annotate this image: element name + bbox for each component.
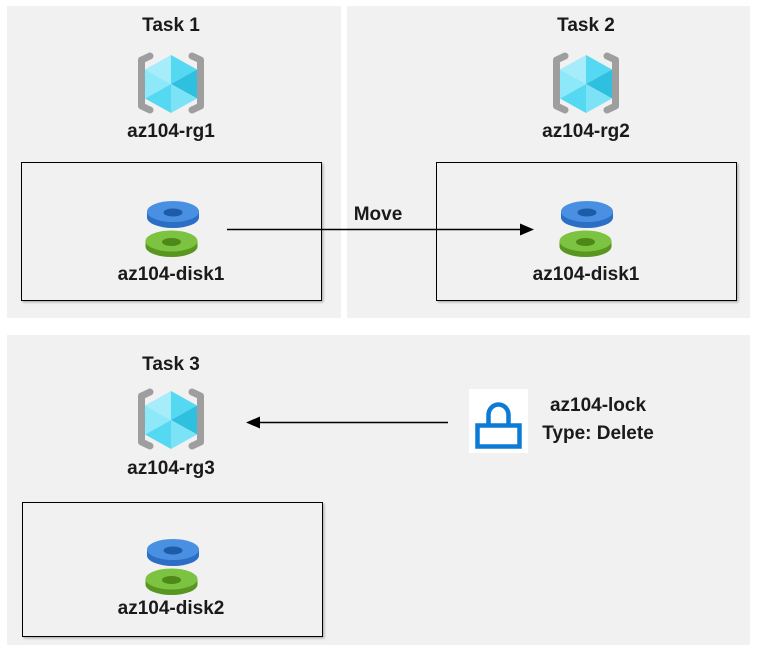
- task3-title: Task 3: [142, 354, 200, 375]
- lock-caption: az104-lock Type: Delete: [528, 392, 668, 448]
- move-arrow-label: Move: [353, 204, 403, 225]
- task1-rg-label: az104-rg1: [127, 121, 215, 142]
- disk-icon: [559, 201, 613, 257]
- task2-resource-box: [436, 162, 737, 301]
- resource-group-icon: [553, 52, 619, 114]
- task1-title: Task 1: [142, 15, 200, 36]
- lock-tile: [469, 389, 528, 453]
- task1-disk-label: az104-disk1: [117, 264, 225, 285]
- task1-resource-box: [21, 162, 322, 301]
- disk-icon: [145, 201, 199, 257]
- arrow-right-icon: [227, 223, 534, 236]
- task3-panel: [7, 335, 750, 645]
- task3-resource-box: [22, 502, 323, 637]
- task3-rg-label: az104-rg3: [127, 458, 215, 479]
- task2-disk-label: az104-disk1: [532, 264, 640, 285]
- lock-icon: [475, 402, 522, 449]
- arrow-left-icon: [246, 416, 448, 429]
- task2-title: Task 2: [557, 15, 615, 36]
- disk-icon: [145, 539, 199, 595]
- task3-disk-label: az104-disk2: [117, 598, 225, 619]
- resource-group-icon: [138, 388, 204, 450]
- lock-type: Type: Delete: [542, 423, 654, 444]
- resource-group-icon: [138, 52, 204, 114]
- lock-name: az104-lock: [549, 395, 647, 416]
- task2-rg-label: az104-rg2: [542, 121, 630, 142]
